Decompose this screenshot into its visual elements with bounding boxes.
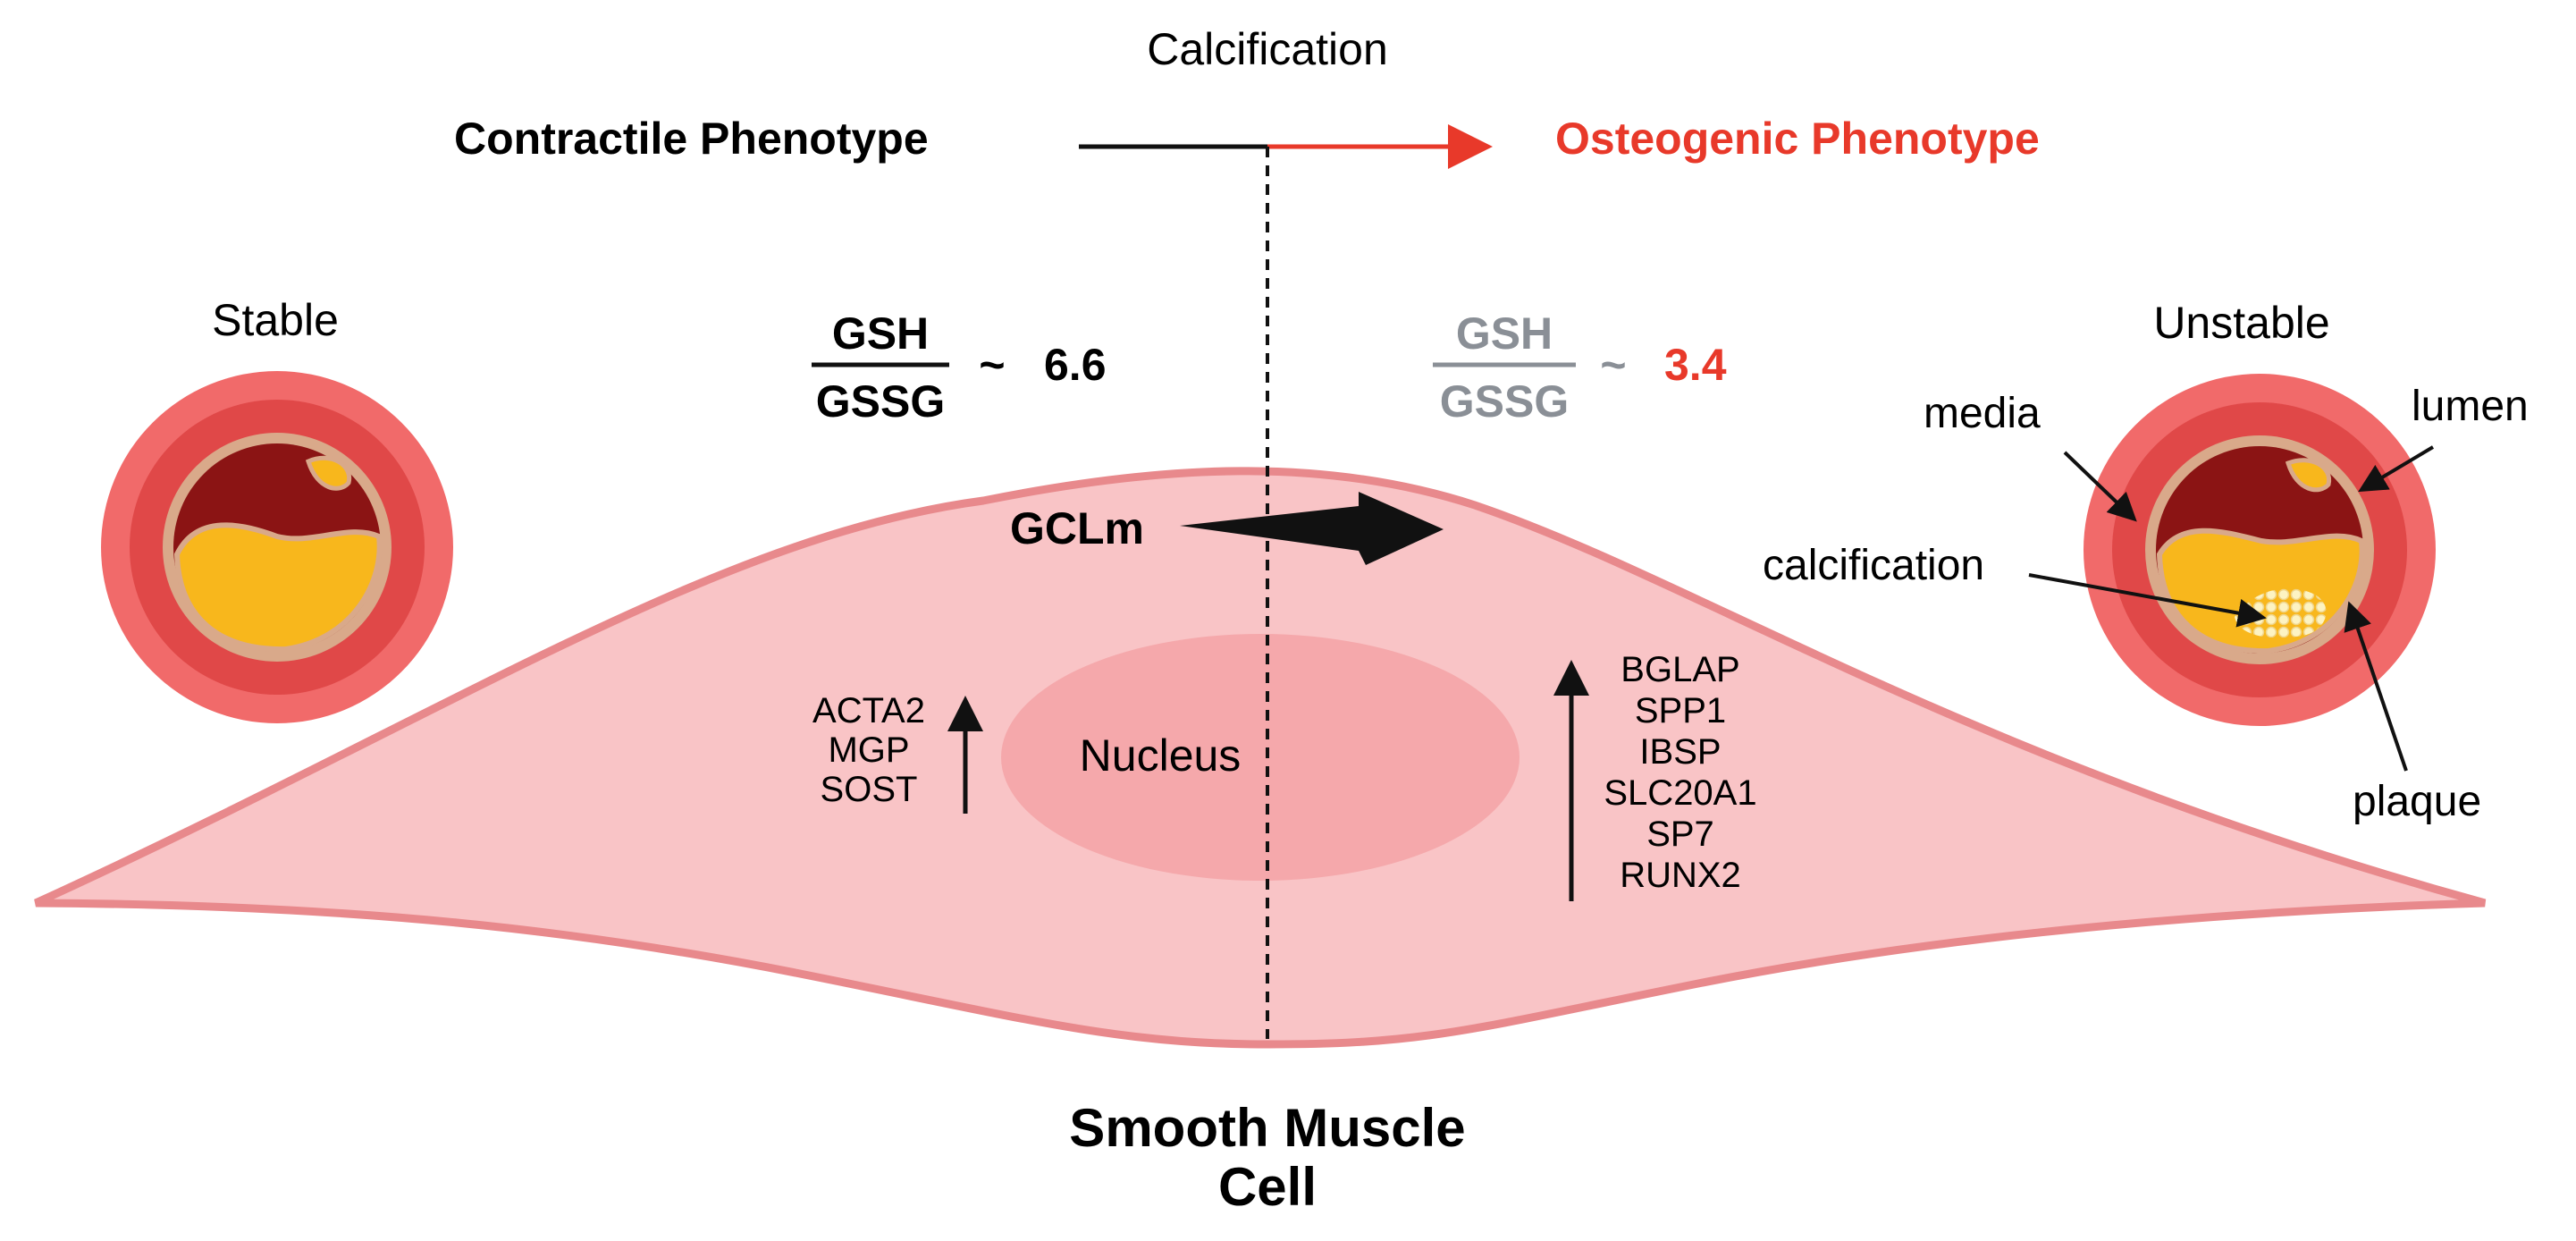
contractile-phenotype-label: Contractile Phenotype bbox=[454, 114, 929, 164]
right-ratio-approx: ~ bbox=[1600, 340, 1626, 390]
media-pointer bbox=[2063, 451, 2137, 522]
gene-sp7: SP7 bbox=[1646, 815, 1714, 854]
gene-ibsp: IBSP bbox=[1639, 732, 1721, 772]
gclm-label: GCLm bbox=[1010, 503, 1144, 553]
right-ratio-numerator: GSH bbox=[1456, 308, 1553, 359]
gene-spp1: SPP1 bbox=[1635, 691, 1726, 730]
unstable-vessel-title: Unstable bbox=[2153, 298, 2329, 348]
cell-title-line1: Smooth Muscle bbox=[1069, 1098, 1465, 1158]
lumen-label: lumen bbox=[2412, 383, 2529, 430]
gene-runx2: RUNX2 bbox=[1620, 856, 1741, 895]
calcification-process-label: Calcification bbox=[1147, 24, 1388, 74]
left-ratio: GSH GSSG ~ 6.6 bbox=[812, 308, 1107, 426]
left-gene-list: ACTA2 MGP SOST bbox=[812, 691, 925, 809]
right-ratio-denominator: GSSG bbox=[1440, 376, 1569, 426]
stable-vessel-title: Stable bbox=[212, 295, 339, 345]
calcification-pointer bbox=[2028, 573, 2267, 628]
left-ratio-denominator: GSSG bbox=[816, 376, 945, 426]
gene-acta2: ACTA2 bbox=[812, 691, 925, 730]
nucleus-label: Nucleus bbox=[1080, 730, 1242, 781]
cell-title-line2: Cell bbox=[1218, 1157, 1317, 1217]
left-ratio-numerator: GSH bbox=[832, 308, 929, 359]
left-ratio-approx: ~ bbox=[979, 340, 1005, 390]
left-ratio-value: 6.6 bbox=[1044, 340, 1107, 390]
stable-vessel bbox=[101, 371, 453, 723]
gene-mgp: MGP bbox=[828, 730, 909, 770]
lumen-pointer bbox=[2358, 445, 2435, 493]
gene-sost: SOST bbox=[821, 770, 918, 809]
plaque-pointer bbox=[2344, 601, 2408, 772]
gene-bglap: BGLAP bbox=[1621, 650, 1739, 689]
stable-vessel-plaque bbox=[173, 522, 383, 653]
plaque-label: plaque bbox=[2353, 778, 2481, 825]
gene-slc20a1: SLC20A1 bbox=[1604, 773, 1756, 813]
unstable-vessel bbox=[2084, 374, 2436, 726]
osteogenic-phenotype-label: Osteogenic Phenotype bbox=[1555, 114, 2040, 164]
calcification-label: calcification bbox=[1763, 542, 1984, 589]
right-gene-list: BGLAP SPP1 IBSP SLC20A1 SP7 RUNX2 bbox=[1604, 650, 1756, 895]
stable-vessel-small-plaque bbox=[305, 455, 352, 491]
right-ratio: GSH GSSG ~ 3.4 bbox=[1433, 308, 1727, 426]
media-label: media bbox=[1924, 390, 2041, 437]
right-ratio-value: 3.4 bbox=[1664, 340, 1727, 390]
nucleus bbox=[1001, 634, 1520, 881]
gclm-arrow bbox=[1180, 492, 1444, 565]
unstable-vessel-small-plaque bbox=[2285, 458, 2332, 493]
